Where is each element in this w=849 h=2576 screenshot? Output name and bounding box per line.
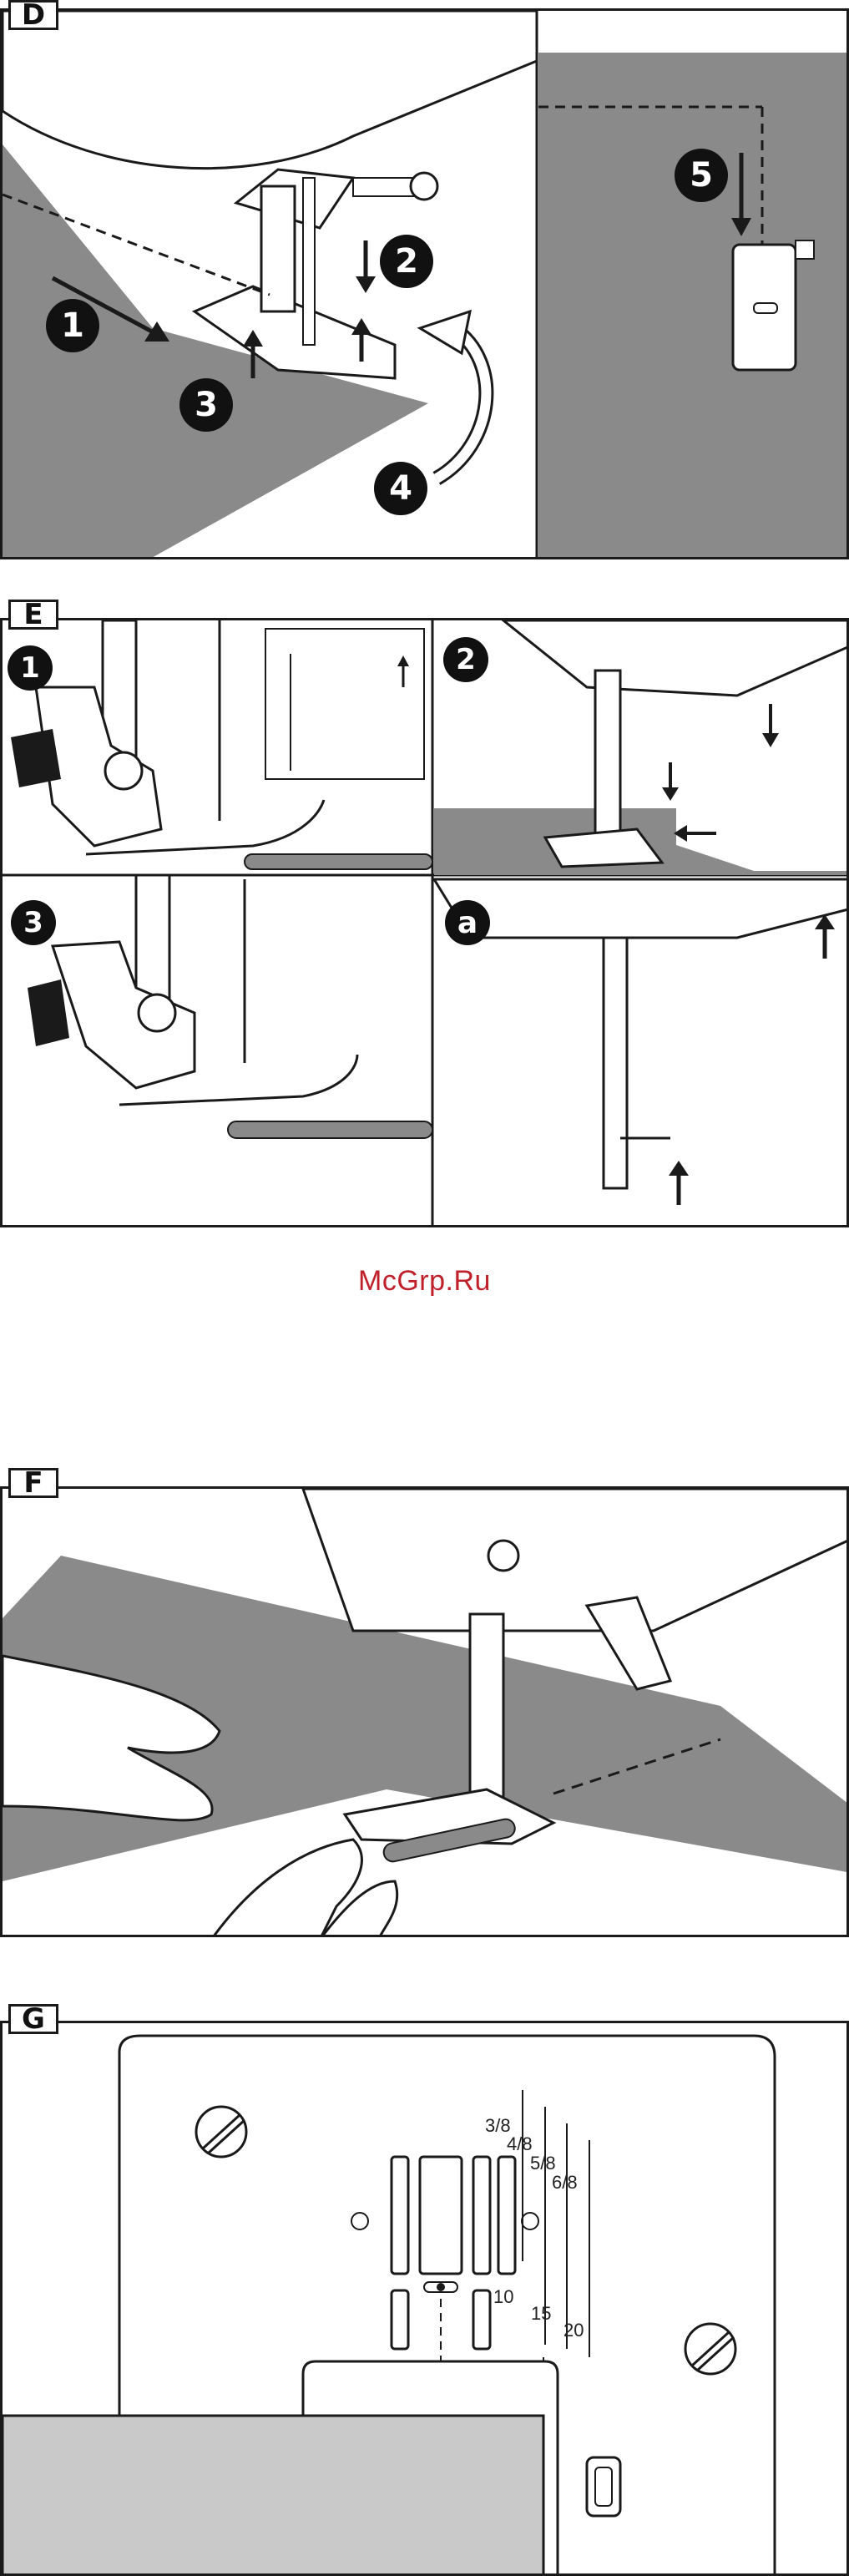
section-d-panel: 1 2 3 4 5 <box>0 8 849 559</box>
step-3-badge: 3 <box>179 378 233 432</box>
section-e-panel: 1 2 3 a <box>0 618 849 1227</box>
e-step-2-badge: 2 <box>443 637 488 682</box>
step-1-badge: 1 <box>46 299 99 352</box>
section-d-label: D <box>8 0 58 30</box>
step-4-badge: 4 <box>374 462 427 515</box>
step-5-badge: 5 <box>675 149 728 202</box>
section-f-illustration <box>3 1489 849 1937</box>
e-step-1-badge: 1 <box>8 645 53 691</box>
step-2-badge: 2 <box>380 235 433 288</box>
scale-mark-15: 15 <box>531 2303 551 2325</box>
section-g-panel: 3/8 4/8 5/8 6/8 10 15 20 <box>0 2021 849 2576</box>
scale-mark-10: 10 <box>493 2286 513 2308</box>
scale-mark-4-8: 4/8 <box>507 2133 533 2155</box>
section-d-illustration <box>3 11 849 559</box>
section-g-illustration <box>3 2023 849 2576</box>
section-g-label: G <box>8 2004 58 2034</box>
watermark-text: McGrp.Ru <box>0 1265 849 1298</box>
section-f-panel <box>0 1486 849 1937</box>
scale-mark-20: 20 <box>563 2320 584 2341</box>
scale-mark-6-8: 6/8 <box>552 2172 578 2194</box>
e-step-3-badge: 3 <box>11 900 56 945</box>
section-e-label: E <box>8 600 58 630</box>
section-f-label: F <box>8 1468 58 1498</box>
e-detail-a-badge: a <box>445 900 490 945</box>
section-e-illustration <box>3 620 849 1227</box>
